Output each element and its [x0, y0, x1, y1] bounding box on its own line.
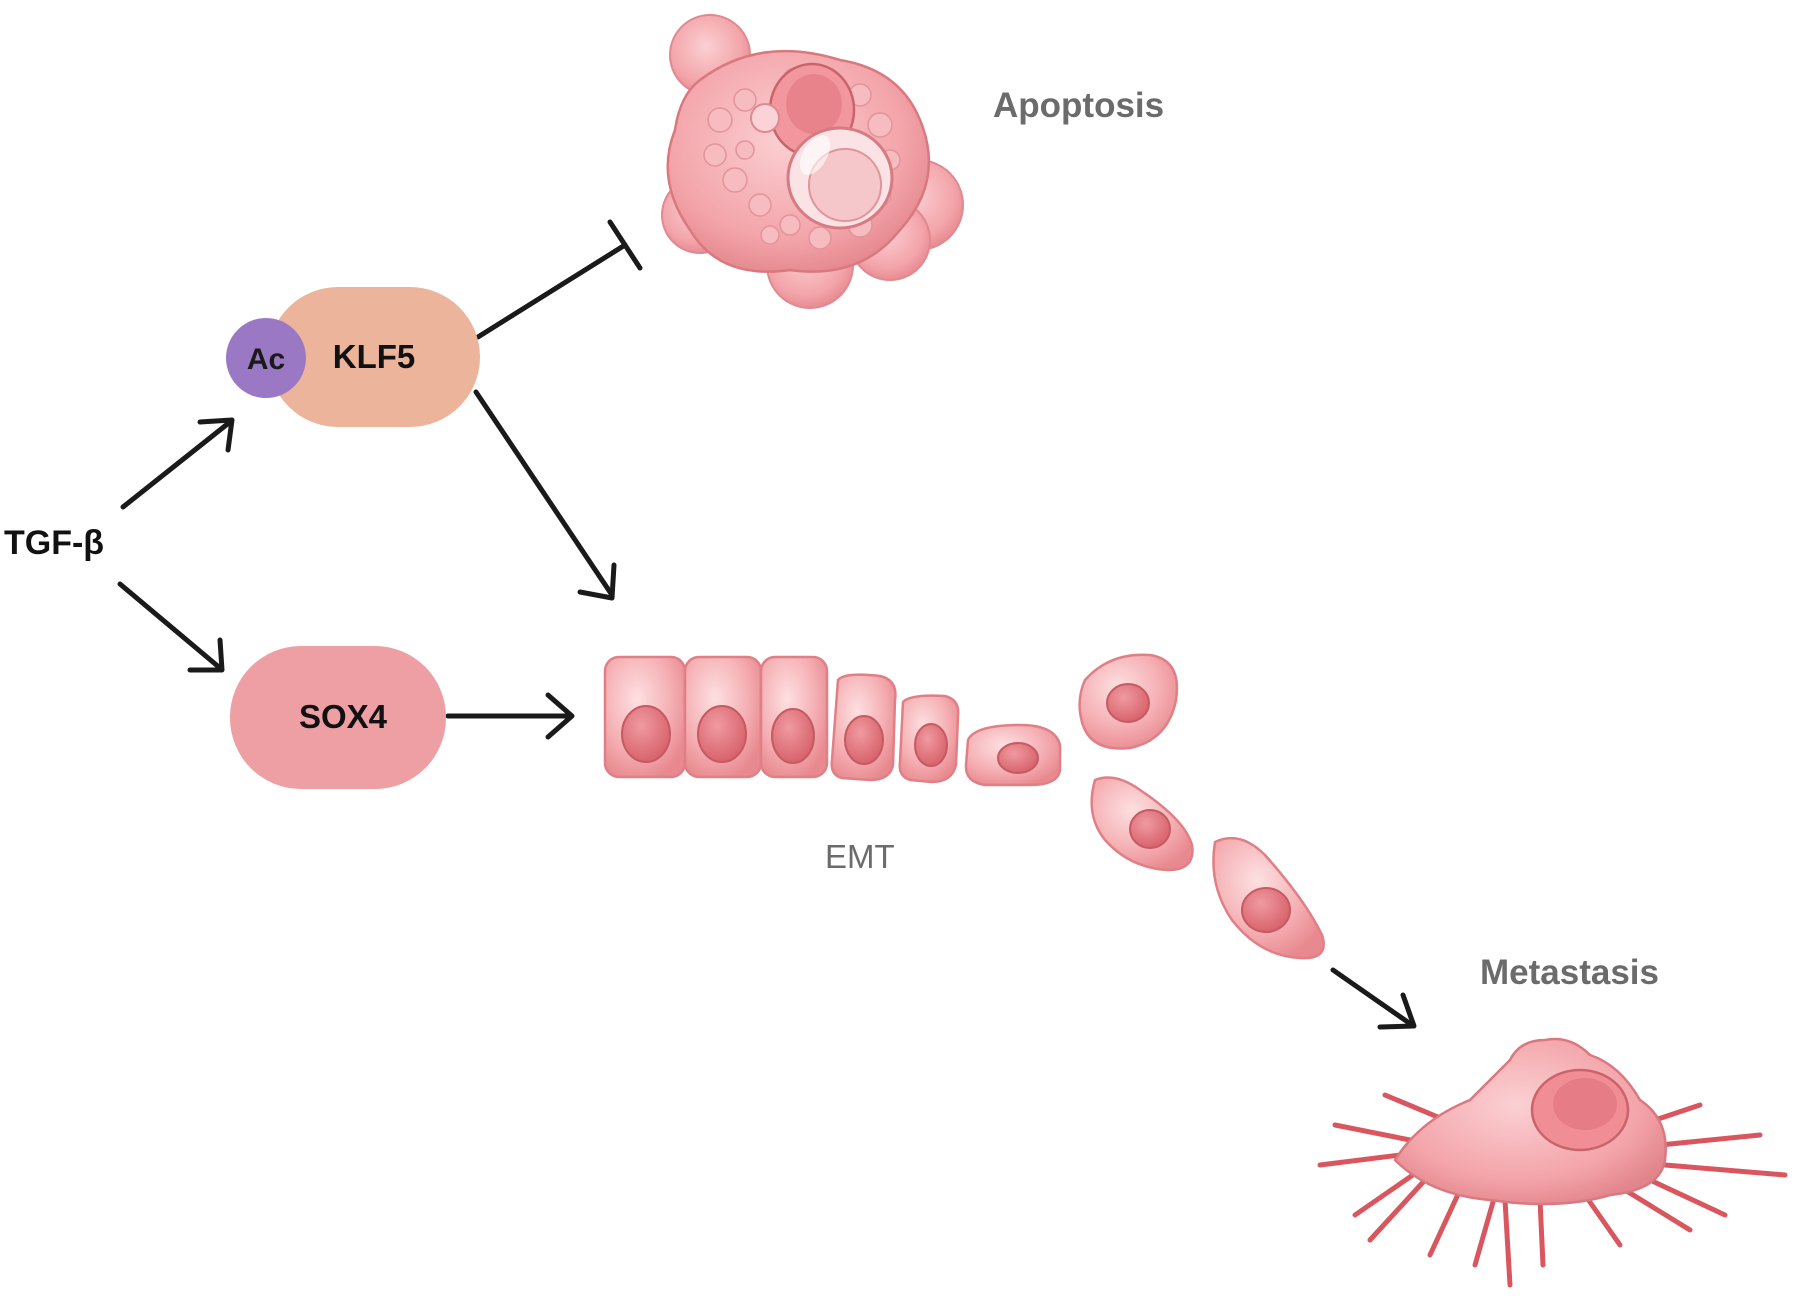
mesenchymal-cell	[1090, 776, 1194, 872]
apoptotic-cell-illustration	[661, 14, 964, 309]
transitioning-cell	[830, 673, 897, 782]
klf5-label: KLF5	[333, 338, 416, 375]
sox4-label: SOX4	[299, 698, 388, 735]
emt-label: EMT	[825, 838, 895, 875]
transitioning-cell	[964, 723, 1062, 787]
transitioning-cell	[898, 694, 960, 784]
klf5-node: KLF5	[268, 287, 480, 427]
metastasis-label: Metastasis	[1480, 953, 1659, 992]
mesenchymal-cells	[1078, 653, 1325, 960]
epithelial-cell	[683, 655, 763, 779]
arrow-klf5-to-emt	[473, 389, 617, 601]
arrow-emt-to-metastasis	[1330, 967, 1417, 1030]
epithelial-cell	[603, 655, 687, 779]
apoptosis-label: Apoptosis	[993, 86, 1164, 125]
epithelial-cell	[759, 655, 829, 779]
mesenchymal-cell	[1078, 653, 1179, 750]
acetylation-label: Ac	[247, 343, 285, 376]
inhibition-klf5-apoptosis	[475, 219, 643, 340]
arrow-tgfb-to-sox4	[117, 581, 225, 673]
arrow-tgfb-to-klf5	[120, 417, 235, 510]
acetylation-marker: Ac	[226, 318, 306, 398]
arrow-sox4-to-emt	[445, 692, 575, 740]
mesenchymal-cell	[1212, 836, 1325, 960]
epithelial-cell-sheet	[603, 655, 1062, 787]
sox4-node: SOX4	[230, 646, 446, 789]
tgf-beta-label: TGF-β	[4, 524, 104, 562]
metastatic-cell-illustration	[1317, 1037, 1788, 1288]
